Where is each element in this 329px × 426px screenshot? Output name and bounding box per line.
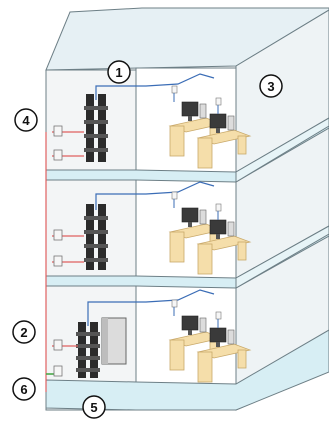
callout-5: 5 (82, 395, 106, 419)
callout-1: 1 (107, 60, 131, 84)
monitor-icon (181, 101, 199, 117)
wall-outlets (53, 125, 63, 377)
desk-pedestal (169, 339, 185, 371)
rack-floor-3 (76, 317, 127, 378)
desk-pedestal (197, 351, 213, 383)
callout-1-label: 1 (115, 65, 122, 80)
computer-tower-icon (199, 209, 207, 225)
workstation (168, 299, 224, 371)
monitor-stand (188, 116, 192, 121)
callout-3-label: 3 (267, 79, 274, 94)
callout-5-label: 5 (90, 400, 97, 415)
desk-pedestal (169, 231, 185, 263)
rack-floor-1 (84, 94, 108, 162)
workstation (196, 97, 252, 169)
desk-pedestal (197, 137, 213, 169)
desk-leg (237, 135, 247, 155)
floor-slab-bottom (45, 329, 329, 411)
monitor-stand (188, 330, 192, 335)
server-racks (76, 94, 127, 378)
monitor-icon (209, 219, 227, 235)
computer-tower-icon (227, 221, 235, 237)
monitor-icon (181, 207, 199, 223)
desk-leg (237, 241, 247, 261)
computer-tower-icon (227, 329, 235, 345)
network-outlet (171, 299, 178, 308)
callout-6-label: 6 (20, 382, 27, 397)
workstation (168, 85, 224, 157)
computer-tower-icon (227, 115, 235, 131)
monitor-stand (216, 234, 220, 239)
computer-tower-icon (199, 103, 207, 119)
workstation (196, 311, 252, 383)
desk-pedestal (197, 243, 213, 275)
monitor-icon (181, 315, 199, 331)
callout-4: 4 (14, 108, 38, 132)
network-outlet (215, 311, 222, 320)
callouts: 1 2 3 4 5 6 (12, 60, 283, 419)
callout-2-label: 2 (20, 325, 27, 340)
monitor-icon (209, 327, 227, 343)
blue-cables (87, 73, 215, 326)
network-outlet (215, 97, 222, 106)
monitor-stand (216, 342, 220, 347)
workstation (196, 203, 252, 275)
desk-pedestal (169, 125, 185, 157)
rack-floor-2 (84, 204, 108, 270)
computer-tower-icon (199, 317, 207, 333)
callout-2: 2 (12, 320, 36, 344)
monitor-stand (188, 222, 192, 227)
network-outlet (215, 203, 222, 212)
workstations (168, 85, 252, 383)
callout-3: 3 (259, 74, 283, 98)
callout-6: 6 (12, 377, 36, 401)
floor-ledges (235, 117, 329, 289)
desk-leg (237, 349, 247, 369)
monitor-stand (216, 128, 220, 133)
callout-4-label: 4 (22, 113, 30, 128)
workstation-group-floor-2 (168, 191, 252, 275)
workstation-group-floor-1 (168, 85, 252, 169)
network-outlet (171, 191, 178, 200)
workstation-group-floor-3 (168, 299, 252, 383)
monitor-icon (209, 113, 227, 129)
network-outlet (171, 85, 178, 94)
